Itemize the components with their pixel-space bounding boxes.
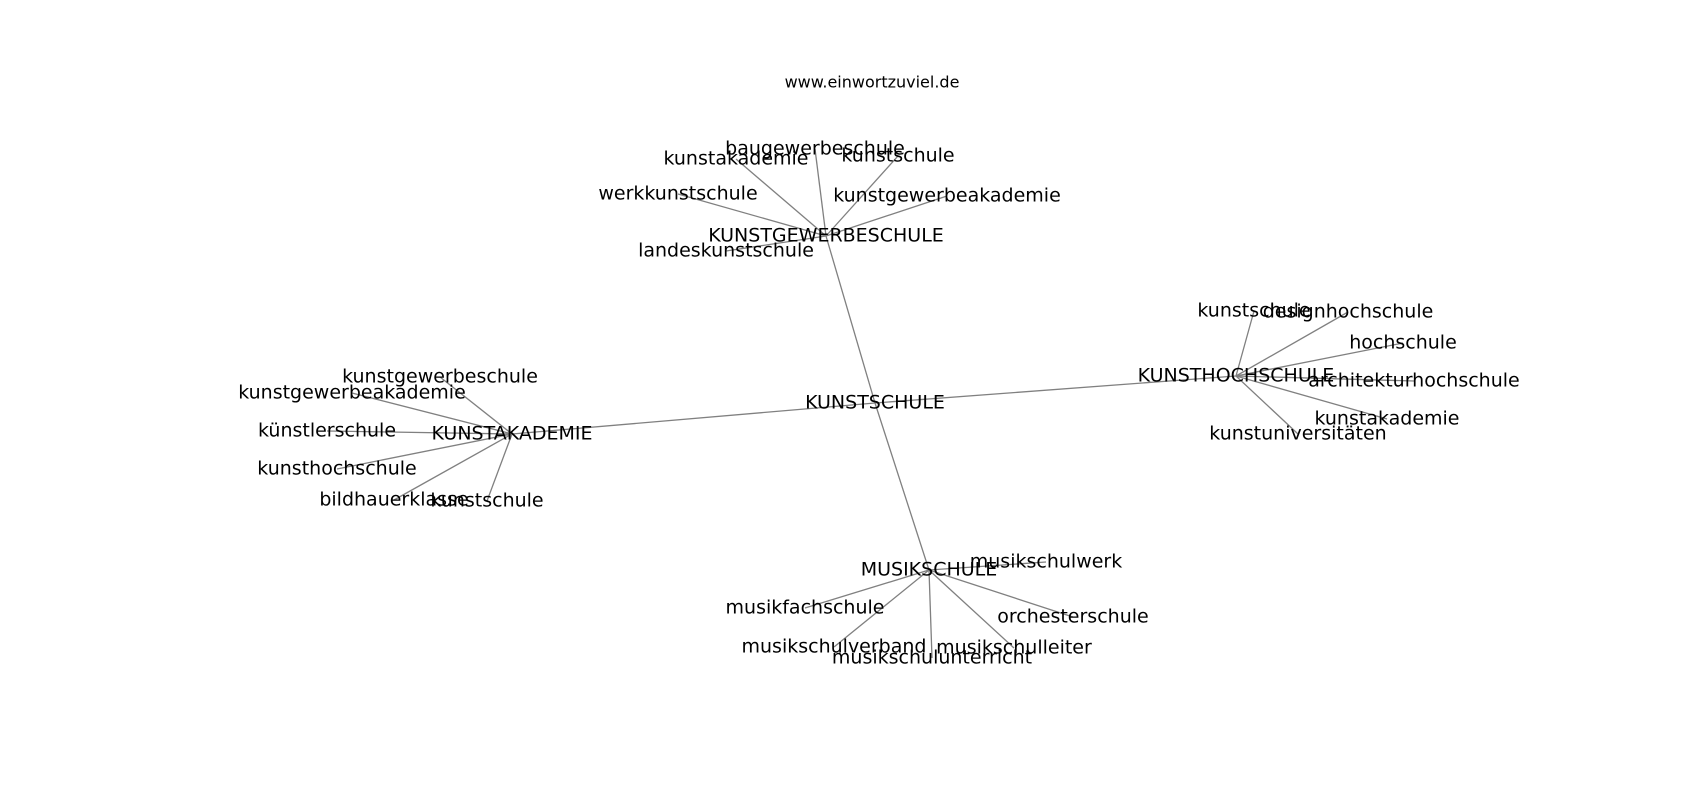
- node-label-kgs_kunstakademie: kunstakademie: [663, 148, 808, 170]
- edge-musikschule_hub-ms_musikschulverband: [833, 569, 930, 648]
- edge-kunsthochschule_hub-khs_designhochschule: [1235, 311, 1349, 377]
- edge-kunsthochschule_hub-khs_kunstschule: [1235, 310, 1255, 377]
- node-label-ms_musikschulleiter: musikschulleiter: [936, 637, 1092, 659]
- edge-kunsthochschule_hub-khs_architekturhochschule: [1235, 375, 1415, 382]
- edge-kunstschule_center-kunstakademie_hub: [511, 402, 876, 435]
- node-label-kgs_landeskunstschule: landeskunstschule: [638, 240, 814, 262]
- node-label-khs_kunstschule: kunstschule: [1197, 300, 1310, 322]
- node-label-ms_musikfachschule: musikfachschule: [726, 597, 885, 619]
- node-label-kgs_baugewerbeschule: baugewerbeschule: [725, 138, 905, 160]
- node-label-ms_musikschulunterricht: musikschulunterricht: [832, 647, 1032, 669]
- edge-kunstgewerbeschule_hub-kgs_kunstschule: [825, 155, 899, 237]
- edge-kunstschule_center-musikschule_hub: [874, 402, 930, 571]
- node-label-musikschule_hub: MUSIKSCHULE: [861, 559, 998, 581]
- node-label-ka_kuenstlerschule: künstlerschule: [258, 420, 396, 442]
- edge-kunstakademie_hub-ka_kunsthochschule: [336, 433, 513, 470]
- node-label-ka_bildhauerklasse: bildhauerklasse: [319, 489, 468, 511]
- edge-kunstakademie_hub-ka_kunstgewerbeakademie: [351, 392, 513, 435]
- edge-kunstakademie_hub-ka_kunstschule: [486, 433, 513, 502]
- edge-kunstakademie_hub-ka_kunstgewerbeschule: [439, 376, 513, 435]
- edge-kunstgewerbeschule_hub-kgs_kunstgewerbeakademie: [825, 195, 948, 237]
- graph-nodes: KUNSTSCHULE KUNSTGEWERBESCHULE KUNSTHOCHSC…: [238, 138, 1520, 669]
- node-label-ka_kunstgewerbeschule: kunstgewerbeschule: [342, 366, 538, 388]
- node-label-khs_designhochschule: designhochschule: [1263, 301, 1434, 323]
- node-label-kgs_werkkunstschule: werkkunstschule: [598, 183, 757, 205]
- node-label-kunsthochschule_hub: KUNSTHOCHSCHULE: [1138, 365, 1335, 387]
- node-label-ms_musikschulwerk: musikschulwerk: [970, 551, 1122, 573]
- node-label-kgs_kunstschule: kunstschule: [841, 145, 954, 167]
- node-label-khs_kunstuniversitaeten: kunstuniversitäten: [1209, 423, 1386, 445]
- node-label-ka_kunstgewerbeakademie: kunstgewerbeakademie: [238, 382, 466, 404]
- edge-kunstschule_center-kunsthochschule_hub: [874, 375, 1237, 404]
- edge-kunsthochschule_hub-khs_kunstakademie: [1235, 375, 1388, 420]
- graph-edges: [326, 148, 1415, 659]
- edge-kunstgewerbeschule_hub-kgs_werkkunstschule: [677, 193, 827, 237]
- edge-musikschule_hub-ms_musikschulunterricht: [928, 569, 933, 659]
- node-label-ka_kunstschule: kunstschule: [430, 490, 543, 512]
- edge-kunstgewerbeschule_hub-kgs_baugewerbeschule: [814, 148, 827, 237]
- node-label-kunstgewerbeschule_hub: KUNSTGEWERBESCHULE: [708, 225, 944, 247]
- node-label-khs_kunstakademie: kunstakademie: [1314, 408, 1459, 430]
- edge-kunstakademie_hub-ka_kuenstlerschule: [326, 430, 513, 435]
- edge-musikschule_hub-ms_musikschulleiter: [928, 569, 1015, 649]
- site-title: www.einwortzuviel.de: [785, 73, 960, 92]
- node-label-kunstakademie_hub: KUNSTAKADEMIE: [431, 423, 592, 445]
- edge-musikschule_hub-ms_musikschulwerk: [928, 561, 1047, 571]
- node-label-kunstschule_center: KUNSTSCHULE: [805, 392, 945, 414]
- edge-kunstakademie_hub-ka_bildhauerklasse: [393, 433, 513, 501]
- edge-kunsthochschule_hub-khs_hochschule: [1235, 342, 1404, 377]
- node-label-ms_orchesterschule: orchesterschule: [997, 606, 1148, 628]
- node-label-ms_musikschulverband: musikschulverband: [742, 636, 927, 658]
- node-label-khs_architekturhochschule: architekturhochschule: [1308, 370, 1519, 392]
- node-label-ka_kunsthochschule: kunsthochschule: [257, 458, 416, 480]
- node-label-kgs_kunstgewerbeakademie: kunstgewerbeakademie: [833, 185, 1061, 207]
- node-label-khs_hochschule: hochschule: [1349, 332, 1457, 354]
- edge-kunstschule_center-kunstgewerbeschule_hub: [825, 235, 876, 404]
- edge-kunsthochschule_hub-khs_kunstuniversitaeten: [1235, 375, 1299, 435]
- edge-musikschule_hub-ms_musikfachschule: [804, 569, 930, 609]
- edge-kunstgewerbeschule_hub-kgs_landeskunstschule: [725, 235, 827, 252]
- edge-musikschule_hub-ms_orchesterschule: [928, 569, 1074, 618]
- edge-kunstgewerbeschule_hub-kgs_kunstakademie: [735, 158, 827, 237]
